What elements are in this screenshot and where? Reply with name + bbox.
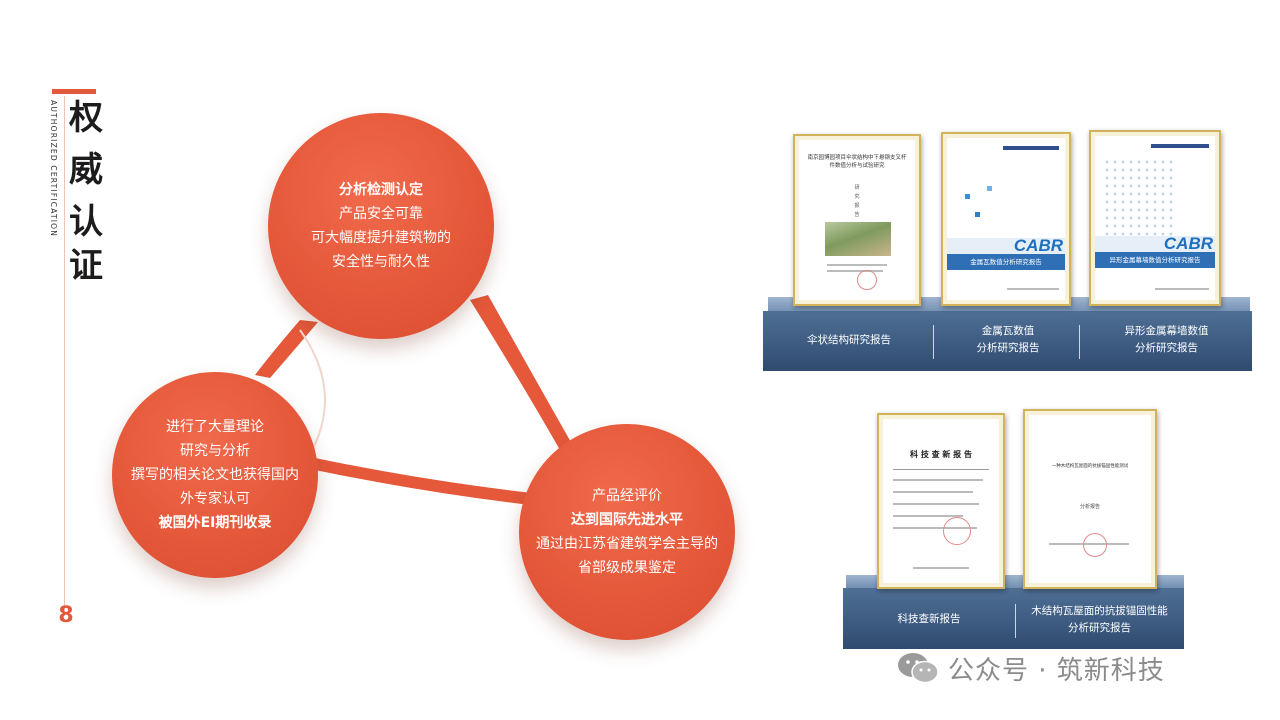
cert-4-title: 科 技 查 新 报 告 — [910, 450, 972, 459]
bubble-right-line-1: 产品经评价 — [592, 488, 662, 504]
cert-2-caption: 金属瓦数值分析研究报告 — [947, 254, 1065, 270]
title-divider-line — [64, 96, 65, 616]
cert-5-title: 一种木结构瓦屋面的抗拔锚固性能测试 — [1051, 464, 1129, 469]
cert-4-text-line — [893, 527, 977, 529]
cert-label-2: 金属瓦数值 分析研究报告 — [935, 323, 1081, 357]
title-accent-bar — [52, 89, 96, 94]
cert-3-pattern — [1103, 158, 1173, 238]
cert-1-subtitle: 研 究 报 告 — [799, 184, 915, 220]
pedestal-divider — [1015, 604, 1016, 638]
cert-4-text-line — [893, 491, 973, 493]
cert-3-brand: CABR — [1163, 234, 1213, 253]
page-number: 8 — [58, 603, 74, 628]
certificate-4: 科 技 查 新 报 告 — [877, 413, 1005, 589]
bubble-top-line-4: 安全性与耐久性 — [332, 254, 430, 270]
cert-2-dot — [975, 212, 980, 217]
cert-1-sub-3: 报 — [854, 203, 860, 209]
cert-label-5: 木结构瓦屋面的抗拔锚固性能 分析研究报告 — [1015, 603, 1184, 637]
bubble-right-line-4: 省部级成果鉴定 — [578, 560, 676, 576]
certificate-3: CABR 异形金属幕墙数值分析研究报告 — [1089, 130, 1221, 306]
pedestal-divider — [1079, 325, 1080, 359]
pedestal-top-row: 伞状结构研究报告 金属瓦数值 分析研究报告 异形金属幕墙数值 分析研究报告 — [763, 311, 1252, 371]
cert-4-text-line — [913, 567, 969, 569]
cert-label-5-line-2: 分析研究报告 — [1068, 622, 1131, 634]
title-char-3: 认 — [69, 202, 103, 242]
title-char-1: 权 — [69, 98, 103, 138]
cert-4-seal — [943, 517, 971, 545]
cert-1-seal — [857, 270, 877, 290]
cert-2-header — [1003, 146, 1059, 150]
cert-2-dot — [987, 186, 992, 191]
cert-4-text-line — [893, 503, 979, 505]
cert-4-rule — [893, 469, 989, 470]
certificate-1: 南京园博园项目伞状结构中下悬钢支叉杆件数值分析与试验研究 研 究 报 告 — [793, 134, 921, 306]
cert-1-text-line — [827, 270, 883, 272]
bubble-right-line-3: 通过由江苏省建筑学会主导的 — [536, 536, 718, 552]
cert-5-subtitle: 分析报告 — [1079, 504, 1100, 510]
cert-5-seal — [1083, 533, 1107, 557]
title-char-4: 证 — [69, 246, 103, 286]
cert-2-text-line — [1007, 288, 1059, 290]
bubble-left-line-3: 撰写的相关论文也获得国内 — [131, 467, 299, 483]
wechat-icon — [898, 653, 939, 684]
cert-1-sub-1: 研 — [854, 185, 860, 191]
cert-3-text-line — [1155, 288, 1209, 290]
cert-label-2-line-2: 分析研究报告 — [976, 342, 1040, 354]
bubble-top-line-2: 产品安全可靠 — [339, 206, 423, 222]
bubble-right-line-2: 达到国际先进水平 — [571, 512, 683, 528]
certificate-5: 一种木结构瓦屋面的抗拔锚固性能测试 分析报告 — [1023, 409, 1157, 589]
bubble-top-line-3: 可大幅度提升建筑物的 — [311, 230, 451, 246]
cert-1-title: 南京园博园项目伞状结构中下悬钢支叉杆件数值分析与试验研究 — [807, 155, 907, 169]
cert-label-1: 伞状结构研究报告 — [807, 334, 891, 346]
title-char-2: 威 — [69, 150, 103, 190]
cert-label-3: 异形金属幕墙数值 分析研究报告 — [1081, 323, 1252, 357]
cert-3-caption: 异形金属幕墙数值分析研究报告 — [1095, 252, 1215, 268]
watermark-text: 公众号 · 筑新科技 — [948, 655, 1165, 686]
cert-2-brand: CABR — [1013, 236, 1063, 255]
pedestal-bottom-row: 科技查新报告 木结构瓦屋面的抗拔锚固性能 分析研究报告 — [843, 588, 1184, 649]
cert-4-text-line — [893, 515, 963, 517]
cert-label-2-line-1: 金属瓦数值 — [981, 325, 1035, 337]
bubble-top-line-1: 分析检测认定 — [339, 182, 423, 198]
cert-1-photo — [825, 222, 891, 256]
cert-label-3-line-2: 分析研究报告 — [1135, 342, 1198, 354]
title-subtitle: AUTHORIZED CERTIFICATION — [49, 100, 58, 238]
certificate-2: CABR 金属瓦数值分析研究报告 — [941, 132, 1071, 306]
bubble-left-line-2: 研究与分析 — [180, 443, 250, 459]
bubble-left-line-4: 外专家认可 — [180, 491, 250, 507]
watermark: 公众号 · 筑新科技 — [896, 648, 1241, 688]
cert-4-text-line — [893, 479, 983, 481]
cert-2-dot — [965, 194, 970, 199]
bubble-right: 产品经评价 达到国际先进水平 通过由江苏省建筑学会主导的 省部级成果鉴定 — [519, 424, 735, 640]
pedestal-divider — [933, 325, 934, 359]
cert-1-text-line — [827, 264, 887, 266]
cert-label-3-line-1: 异形金属幕墙数值 — [1124, 325, 1209, 337]
cert-1-sub-2: 究 — [854, 194, 860, 200]
bubble-left: 进行了大量理论 研究与分析 撰写的相关论文也获得国内 外专家认可 被国外EI期刊… — [112, 372, 318, 578]
bubble-left-line-1: 进行了大量理论 — [166, 419, 264, 435]
cert-label-4: 科技查新报告 — [897, 613, 961, 625]
cert-3-header — [1151, 144, 1209, 148]
bubble-top: 分析检测认定 产品安全可靠 可大幅度提升建筑物的 安全性与耐久性 — [268, 113, 494, 339]
bubble-left-line-5: 被国外EI期刊收录 — [158, 515, 272, 531]
cert-1-sub-4: 告 — [854, 212, 860, 218]
cert-label-5-line-1: 木结构瓦屋面的抗拔锚固性能 — [1031, 605, 1168, 617]
